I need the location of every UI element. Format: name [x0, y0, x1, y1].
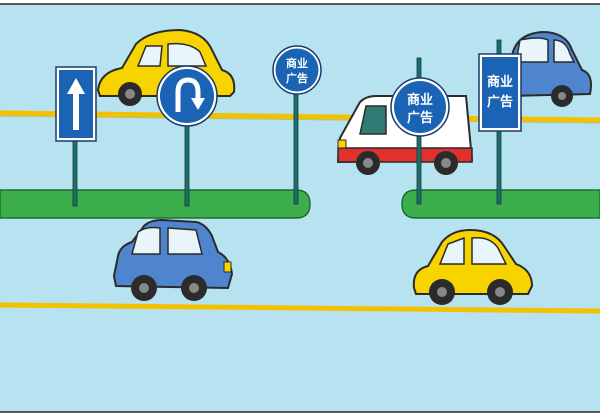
sign-ad-round-left: 商业 广告	[272, 45, 322, 95]
blue-car-top	[504, 30, 592, 107]
yellow-car-bottom	[412, 228, 534, 305]
pole-straight-sign	[72, 139, 78, 207]
ad-square-line2: 广告	[487, 94, 513, 110]
lower-road-line	[0, 302, 600, 314]
blue-car-bottom	[112, 218, 234, 301]
ad-round-right-line1: 商业	[407, 92, 433, 108]
ad-round-right-line2: 广告	[407, 110, 433, 126]
ad-round-left-line1: 商业	[286, 56, 308, 70]
u-turn-icon	[175, 77, 205, 112]
sign-straight-ahead	[55, 66, 97, 142]
sign-ad-square: 商业 广告	[478, 53, 522, 132]
pole-u-turn-sign	[184, 123, 190, 207]
straight-arrow-icon	[67, 78, 85, 130]
sign-u-turn	[156, 65, 218, 127]
ad-square-line1: 商业	[487, 74, 513, 90]
sign-ad-round-right: 商业 广告	[390, 77, 450, 137]
pole-ad-round-left	[293, 93, 299, 205]
ad-round-left-line2: 广告	[286, 71, 308, 85]
grass-median-left	[0, 189, 311, 219]
